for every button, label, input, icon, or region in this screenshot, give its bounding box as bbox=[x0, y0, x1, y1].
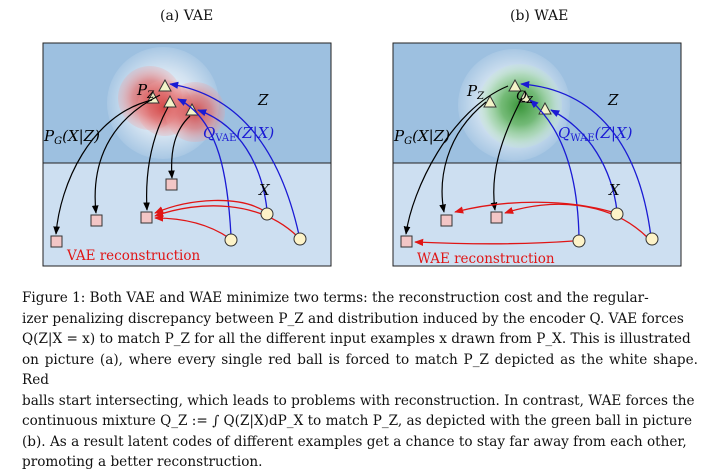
reconstruction-square bbox=[400, 235, 413, 248]
latent-code-triangle bbox=[163, 94, 177, 108]
caption-line: balls start intersecting, which leads to… bbox=[22, 392, 695, 409]
caption-line: on picture (a), where every single red b… bbox=[22, 351, 698, 389]
latent-space-label: Z bbox=[257, 91, 269, 109]
caption-line: (b). As a result latent codes of differe… bbox=[22, 433, 687, 450]
data-space-label: X bbox=[608, 181, 621, 199]
input-point bbox=[293, 232, 307, 246]
encoder-label: QWAE(Z|X) bbox=[558, 124, 633, 144]
decoder-label: PG(X|Z) bbox=[43, 127, 100, 147]
reconstruction-arrow bbox=[154, 214, 230, 239]
input-point bbox=[610, 207, 624, 221]
pz-label: PZ bbox=[466, 82, 485, 102]
reconstruction-arrow bbox=[504, 203, 649, 239]
panel-a-title: (a) VAE bbox=[160, 8, 214, 24]
pz-label: PZ bbox=[136, 81, 155, 101]
encoder-arrow bbox=[177, 98, 232, 237]
reconstruction-square bbox=[490, 211, 503, 224]
panel-a: PZ Z X PG(X|Z) QVAE(Z|X) VAE reconstruct… bbox=[42, 42, 332, 267]
decoder-arrow bbox=[403, 85, 509, 235]
panel-b-title: (b) WAE bbox=[510, 8, 569, 24]
wae-reconstruction-label: WAE reconstruction bbox=[417, 251, 555, 267]
latent-code-triangle bbox=[185, 102, 199, 116]
latent-code-triangle bbox=[483, 94, 497, 108]
decoder-arrow bbox=[91, 94, 161, 214]
encoder-arrow bbox=[197, 109, 268, 211]
decoder-arrow bbox=[168, 115, 191, 179]
reconstruction-square bbox=[50, 235, 63, 248]
latent-space-label: Z bbox=[607, 91, 619, 109]
decoder-arrow bbox=[53, 99, 153, 235]
encoder-arrow bbox=[529, 99, 580, 239]
decoder-label: PG(X|Z) bbox=[393, 127, 450, 147]
encoder-arrow bbox=[550, 109, 618, 212]
panel-b: PZ QZ Z X PG(X|Z) QWAE(Z|X) WAE reconstr… bbox=[392, 42, 682, 267]
reconstruction-arrow bbox=[454, 201, 613, 214]
figure-caption: Figure 1: Both VAE and WAE minimize two … bbox=[22, 288, 698, 473]
input-point bbox=[260, 207, 274, 221]
reconstruction-arrow bbox=[154, 199, 267, 214]
latent-code-triangle bbox=[508, 78, 522, 92]
decoder-arrow bbox=[439, 101, 487, 213]
decoder-arrow bbox=[143, 106, 169, 211]
latent-code-triangle bbox=[158, 78, 172, 92]
green-ball bbox=[478, 64, 562, 148]
encoder-label: QVAE(Z|X) bbox=[203, 124, 274, 144]
reconstruction-arrow bbox=[154, 205, 299, 238]
input-point bbox=[572, 234, 586, 248]
reconstruction-arrow bbox=[414, 238, 574, 246]
vae-reconstruction-label: VAE reconstruction bbox=[66, 248, 200, 264]
caption-line: promoting a better reconstruction. bbox=[22, 454, 263, 470]
decoder-arrow bbox=[490, 97, 523, 211]
caption-line: Figure 1: Both VAE and WAE minimize two … bbox=[22, 290, 649, 306]
caption-line: Q(Z|X = x) to match P_Z for all the diff… bbox=[22, 331, 691, 347]
data-space-label: X bbox=[258, 181, 271, 199]
qz-label: QZ bbox=[516, 89, 534, 106]
data-space-region bbox=[42, 162, 332, 267]
caption-line: continuous mixture Q_Z := ∫ Q(Z|X)dP_X t… bbox=[22, 413, 692, 429]
figure-diagram: PZ Z X PG(X|Z) QVAE(Z|X) VAE reconstruct… bbox=[42, 42, 682, 267]
reconstruction-square bbox=[140, 211, 153, 224]
input-point bbox=[224, 233, 238, 247]
reconstruction-square bbox=[165, 178, 178, 191]
caption-line: izer penalizing discrepancy between P_Z … bbox=[22, 310, 684, 327]
encoder-arrow bbox=[169, 81, 300, 236]
input-point bbox=[645, 232, 659, 246]
encoder-arrow bbox=[520, 80, 652, 238]
reconstruction-square bbox=[440, 214, 453, 227]
reconstruction-square bbox=[90, 214, 103, 227]
